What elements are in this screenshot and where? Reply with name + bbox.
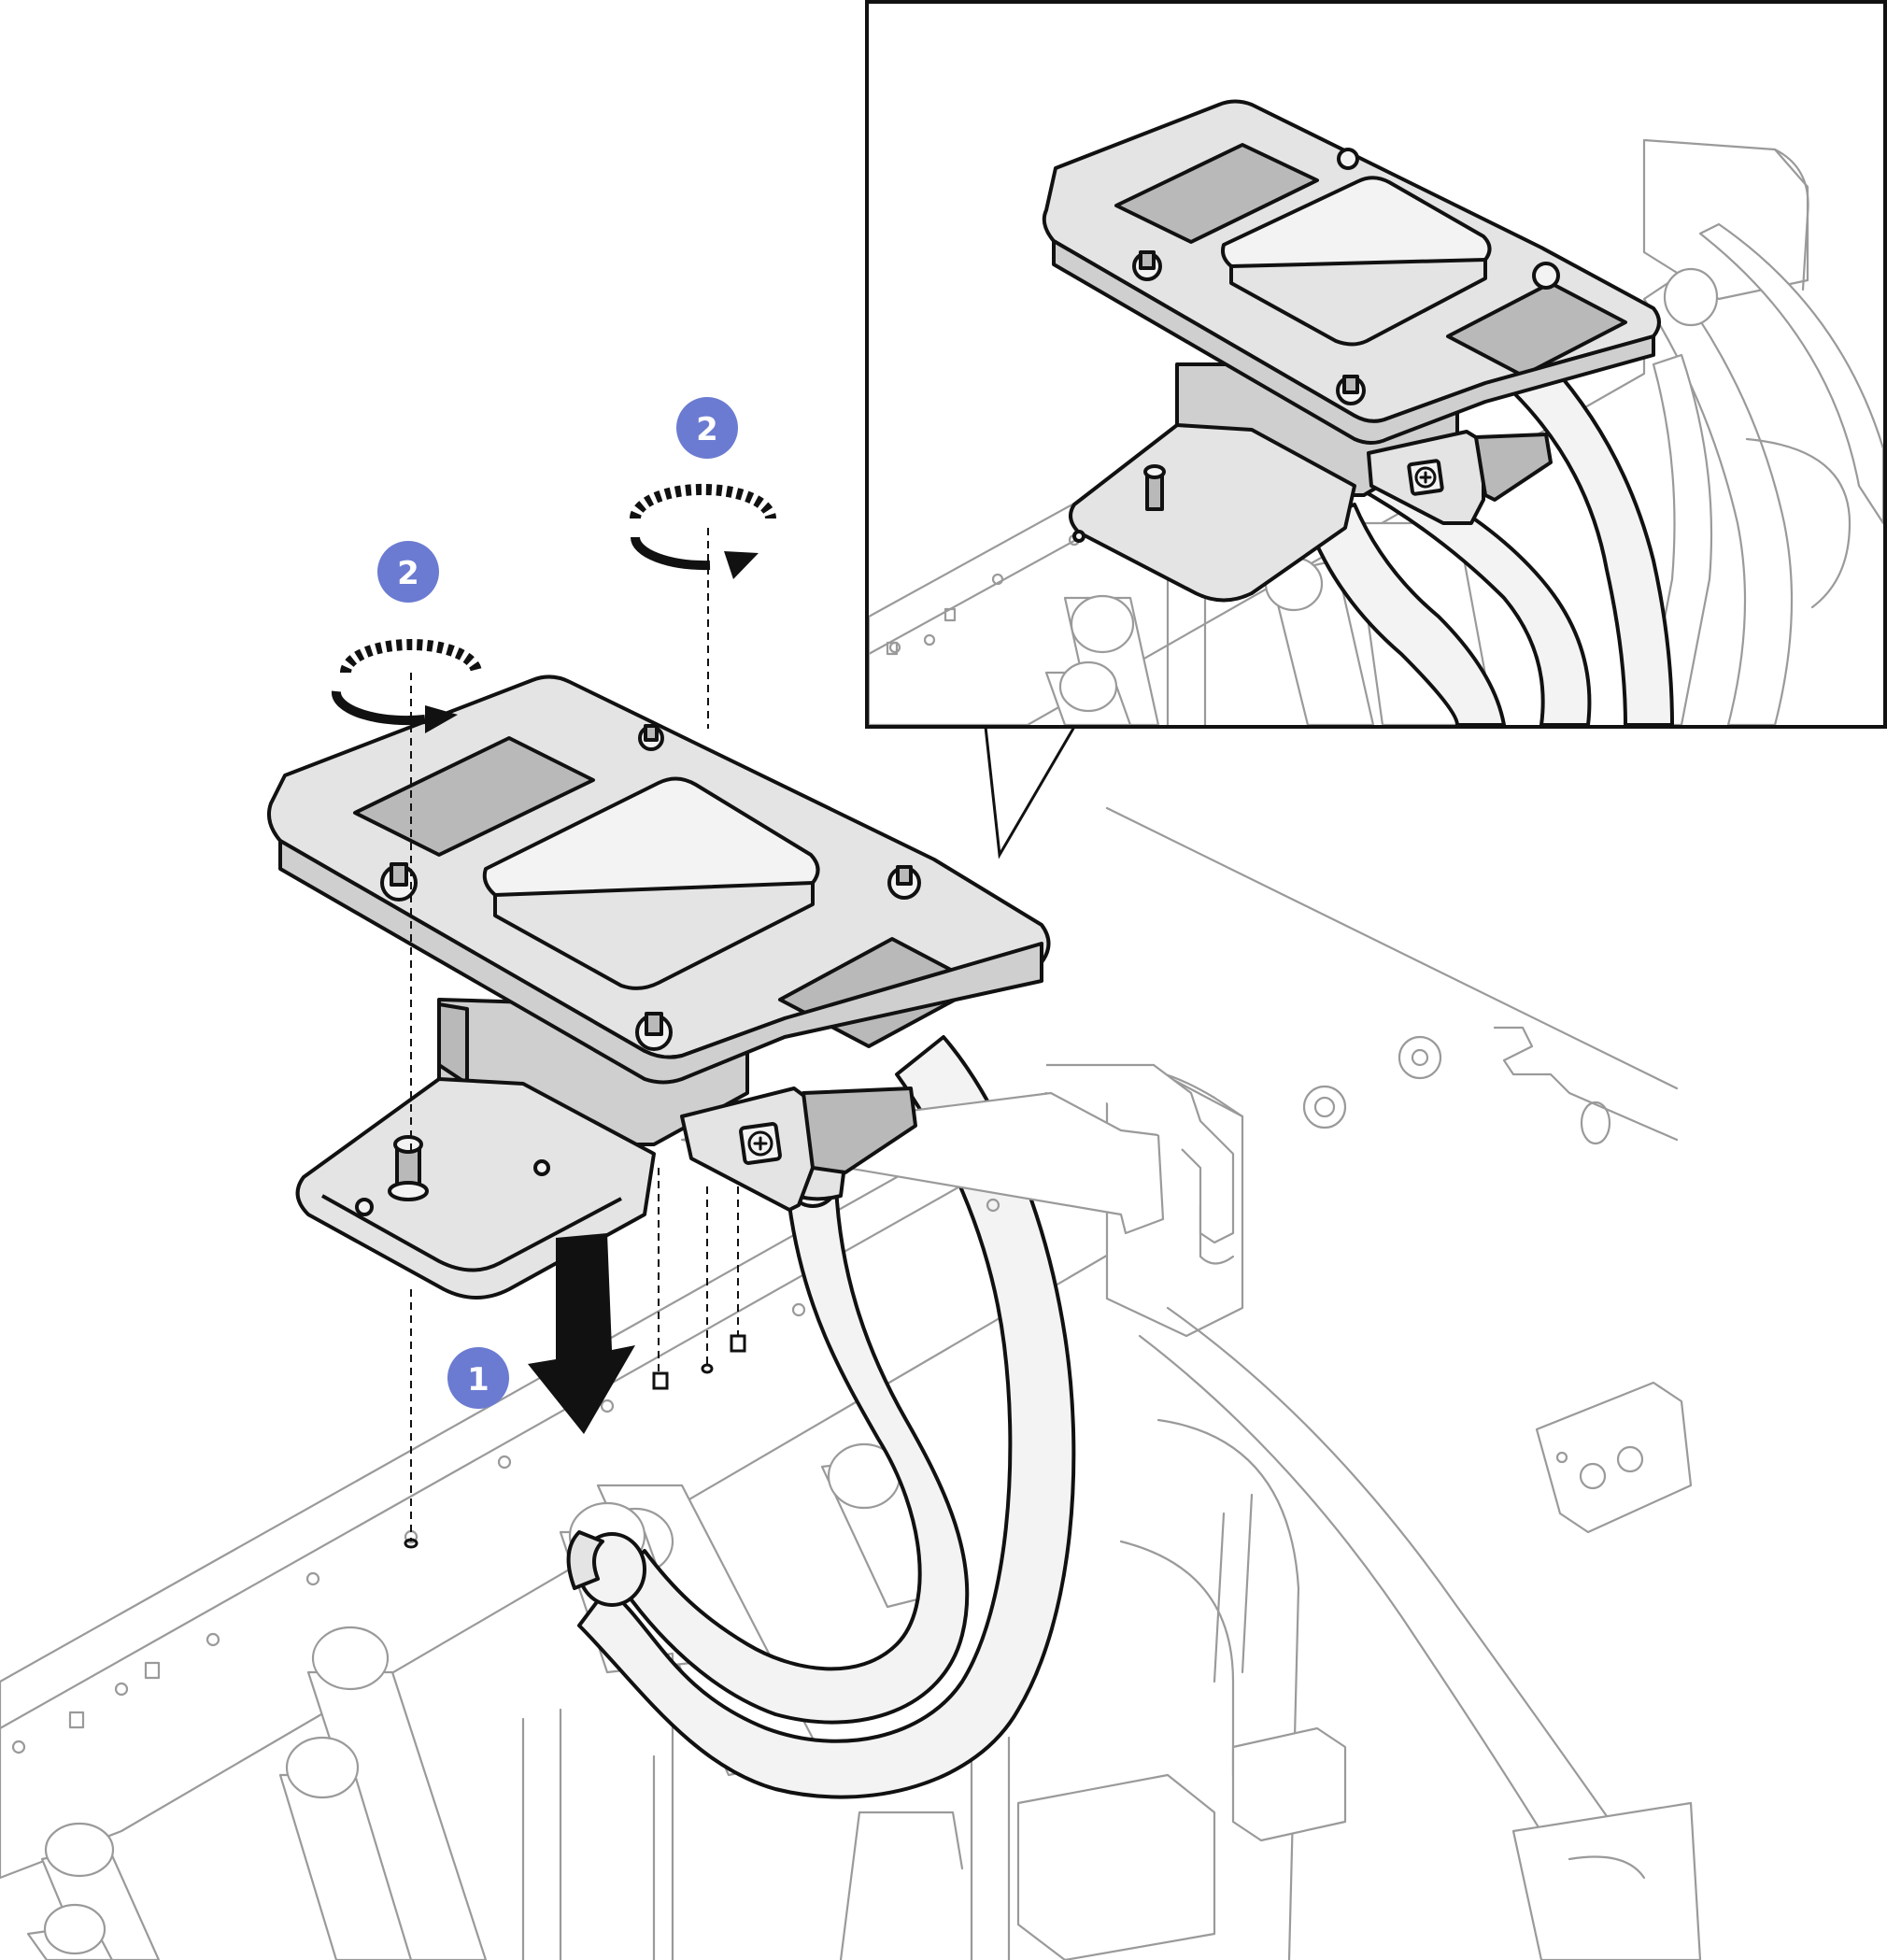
svg-text:2: 2 <box>696 411 718 448</box>
callout-step-1: 1 <box>447 1347 509 1409</box>
down-arrow-icon <box>528 1233 635 1434</box>
callout-step-2-right: 2 <box>676 397 738 459</box>
svg-text:1: 1 <box>467 1361 489 1399</box>
rotate-clockwise-icon <box>630 483 776 579</box>
magnify-inset <box>865 0 1887 859</box>
svg-text:2: 2 <box>397 555 419 592</box>
step-annotations: 1 2 2 <box>331 397 776 1434</box>
callout-step-2-left: 2 <box>377 541 439 603</box>
rotate-clockwise-icon <box>331 639 482 733</box>
